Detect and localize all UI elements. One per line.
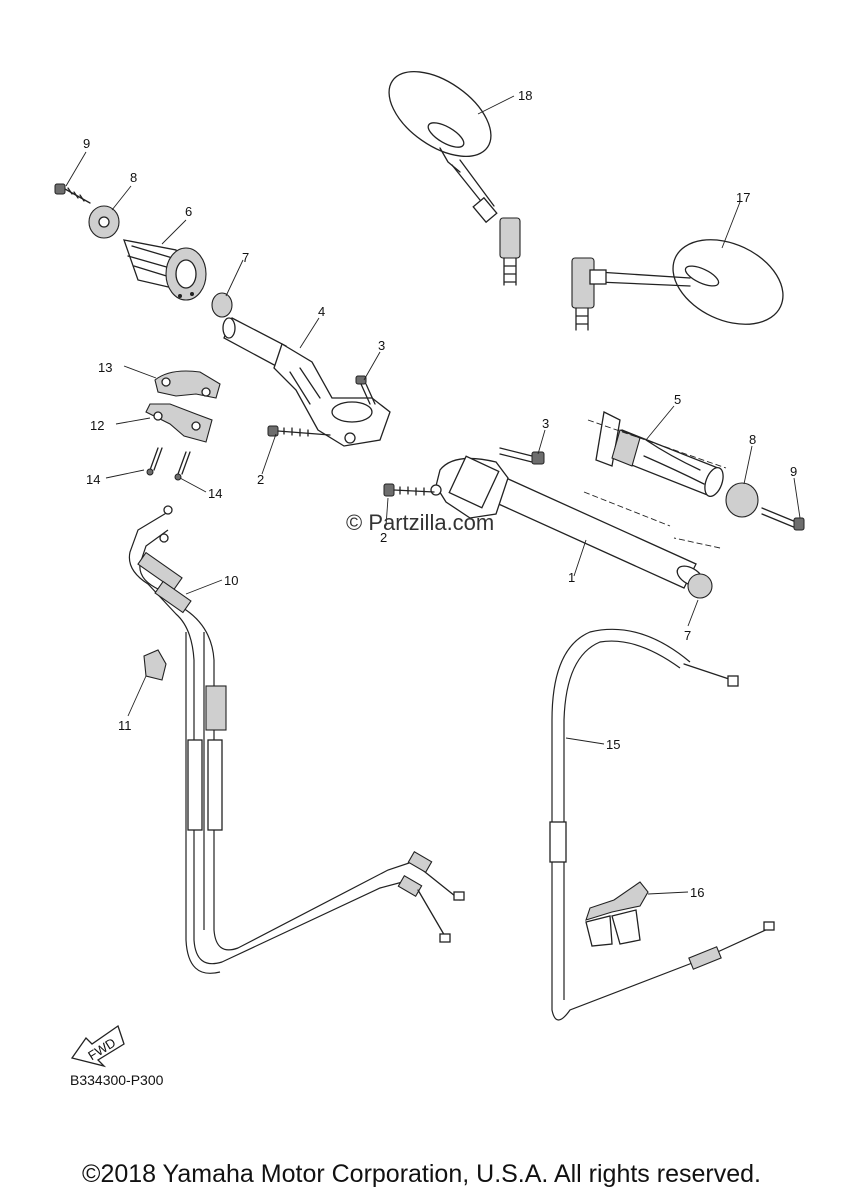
leader-lines [65,95,801,895]
callout-1: 1 [568,570,575,585]
callout-2: 2 [257,472,264,487]
callout-labels: 9 8 6 7 4 3 13 12 14 14 2 18 17 5 3 8 9 … [83,88,797,900]
callout-17: 17 [736,190,750,205]
fwd-arrow: FWD [70,1024,125,1068]
grip-6-left[interactable] [123,239,207,301]
copyright-notice: ©2018 Yamaha Motor Corporation, U.S.A. A… [82,1160,761,1188]
callout-3: 3 [542,416,549,431]
bolt-3-right[interactable] [499,447,545,465]
bolt-9-left[interactable] [54,183,91,204]
mirror-18[interactable] [374,55,521,286]
collar-7-right[interactable] [687,573,713,599]
callout-4: 4 [318,304,325,319]
callout-9: 9 [790,464,797,479]
callout-5: 5 [674,392,681,407]
callout-8: 8 [749,432,756,447]
bolt-2-right[interactable] [383,483,435,497]
mirror-17[interactable] [571,223,797,341]
clamp-16[interactable] [585,881,649,947]
callout-3: 3 [378,338,385,353]
throttle-cable-10[interactable] [128,505,465,974]
callout-7: 7 [684,628,691,643]
bolt-9-right[interactable] [761,507,805,531]
callout-11: 11 [118,718,132,733]
assembly-guides [583,419,727,549]
callout-13: 13 [98,360,112,375]
reference-code: B334300-P300 [70,1072,164,1088]
callout-10: 10 [224,573,238,588]
callout-9: 9 [83,136,90,151]
clamp-11[interactable] [143,649,167,681]
callout-12: 12 [90,418,104,433]
callout-8: 8 [130,170,137,185]
grip-end-8-left[interactable] [88,205,120,239]
watermark: © Partzilla.com [346,510,495,535]
handlebar-4[interactable] [222,317,391,447]
callout-14: 14 [86,472,100,487]
bolt-3-left[interactable] [355,375,376,405]
bolt-2-left[interactable] [267,425,331,437]
handlebar-1[interactable] [430,455,706,590]
grip-5-right[interactable] [595,411,727,499]
callout-7: 7 [242,250,249,265]
holder-12[interactable] [145,403,213,443]
callout-16: 16 [690,885,704,900]
screw-14-b[interactable] [174,451,191,481]
callout-15: 15 [606,737,620,752]
callout-2: 2 [380,530,387,545]
grip-end-8-right[interactable] [725,482,759,518]
clutch-cable-15[interactable] [549,628,775,1021]
holder-13[interactable] [154,370,221,399]
collar-7-left[interactable] [211,292,233,318]
callout-6: 6 [185,204,192,219]
screw-14-a[interactable] [146,447,163,476]
callout-14: 14 [208,486,222,501]
callout-18: 18 [518,88,532,103]
